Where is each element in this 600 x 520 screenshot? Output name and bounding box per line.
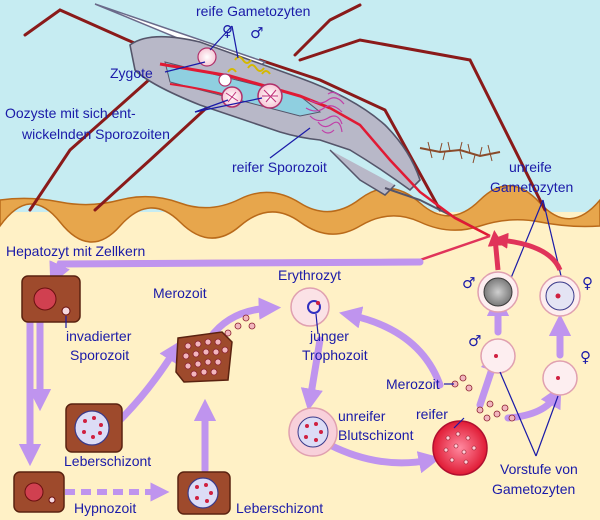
hypnozoite-body <box>48 496 56 504</box>
invaded-sporozoite <box>61 306 71 316</box>
label-oozyste-line1: Oozyste mit sich ent- <box>5 105 136 121</box>
label-junger-line2: Trophozoit <box>302 347 368 363</box>
precursor-female-dot <box>556 376 560 380</box>
liver-schizont-2-body <box>187 477 219 509</box>
label-reifer: reifer <box>416 406 448 422</box>
label-hepatozyt: Hepatozyt mit Zellkern <box>6 243 145 259</box>
immature-schizont-dots <box>304 422 323 442</box>
label-merozoit-mid: Merozoit <box>386 376 440 392</box>
label-leberschizont-2: Leberschizont <box>236 500 323 516</box>
young-trophozoite <box>307 300 321 314</box>
label-vorstufe-line2: Gametozyten <box>492 481 575 497</box>
liver-schizont-1-dots <box>82 416 103 439</box>
liver-schizont-1-body <box>74 410 110 446</box>
label-unreife-line1: unreife <box>509 159 552 175</box>
label-merozoit-top: Merozoit <box>153 285 207 301</box>
mosquito-pointer-lines <box>164 25 311 159</box>
labels: reife Gametozyten ♀ ♂ Zygote Oozyste mit… <box>5 3 593 516</box>
label-hypnozoit: Hypnozoit <box>74 500 136 516</box>
gametocytes-in-gut <box>227 56 271 75</box>
pointer-unreife-male <box>510 199 544 279</box>
sporozoite-path <box>329 106 491 238</box>
male-gametocyte-body <box>483 277 513 307</box>
symbol-male-precursor: ♂ <box>468 332 481 350</box>
label-oozyste-line2: wickelnden Sporozoiten <box>21 126 170 142</box>
label-invadierter-line1: invadierter <box>66 328 132 344</box>
label-unreife-line2: Gametozyten <box>490 179 573 195</box>
antenna-hairs <box>427 141 493 164</box>
label-junger-line1: junger <box>309 328 349 344</box>
symbol-female-mosquito: ♀ <box>222 22 233 40</box>
hypnozoite-nucleus <box>24 482 44 502</box>
label-leberschizont-1: Leberschizont <box>64 453 151 469</box>
symbol-female-precursor: ♀ <box>580 348 591 366</box>
label-unreifer-line2: Blutschizont <box>338 427 414 443</box>
precursor-male-dot <box>494 354 498 358</box>
label-erythrozyt: Erythrozyt <box>278 267 341 283</box>
symbol-male-mosquito: ♂ <box>250 24 263 42</box>
oocyst-contents <box>225 89 278 103</box>
immature-schizont-body <box>297 416 329 448</box>
label-reife-gametozyten: reife Gametozyten <box>196 3 310 19</box>
label-reifer-sporozoit: reifer Sporozoit <box>232 159 327 175</box>
mature-sporozoites <box>305 91 345 134</box>
mature-schizont-merozoites <box>443 431 477 465</box>
tissue-pointer-lines <box>65 313 559 457</box>
label-unreifer-line1: unreifer <box>338 408 386 424</box>
label-invadierter-line2: Sporozoit <box>70 347 129 363</box>
female-gametocyte-nucleus <box>555 293 561 299</box>
zygote-cell-1 <box>197 47 217 67</box>
liver-schizont-2-dots <box>195 483 213 503</box>
label-zygote: Zygote <box>110 65 153 81</box>
hepatocyte-nucleus <box>33 287 57 311</box>
label-vorstufe-line1: Vorstufe von <box>500 461 578 477</box>
erythrocyte <box>290 287 330 327</box>
mature-blood-schizont <box>432 420 488 476</box>
mosquito-legs <box>23 3 547 212</box>
hepatic-merozoites <box>182 314 256 378</box>
trophozoite-nucleus <box>316 301 320 305</box>
skin-surface-band <box>0 185 600 243</box>
gametocyte-uptake-arrows <box>487 230 563 272</box>
symbol-male-immature: ♂ <box>462 274 475 292</box>
zygote-cell-2 <box>218 73 232 87</box>
symbol-female-immature: ♀ <box>582 274 593 292</box>
released-merozoites <box>451 374 516 422</box>
